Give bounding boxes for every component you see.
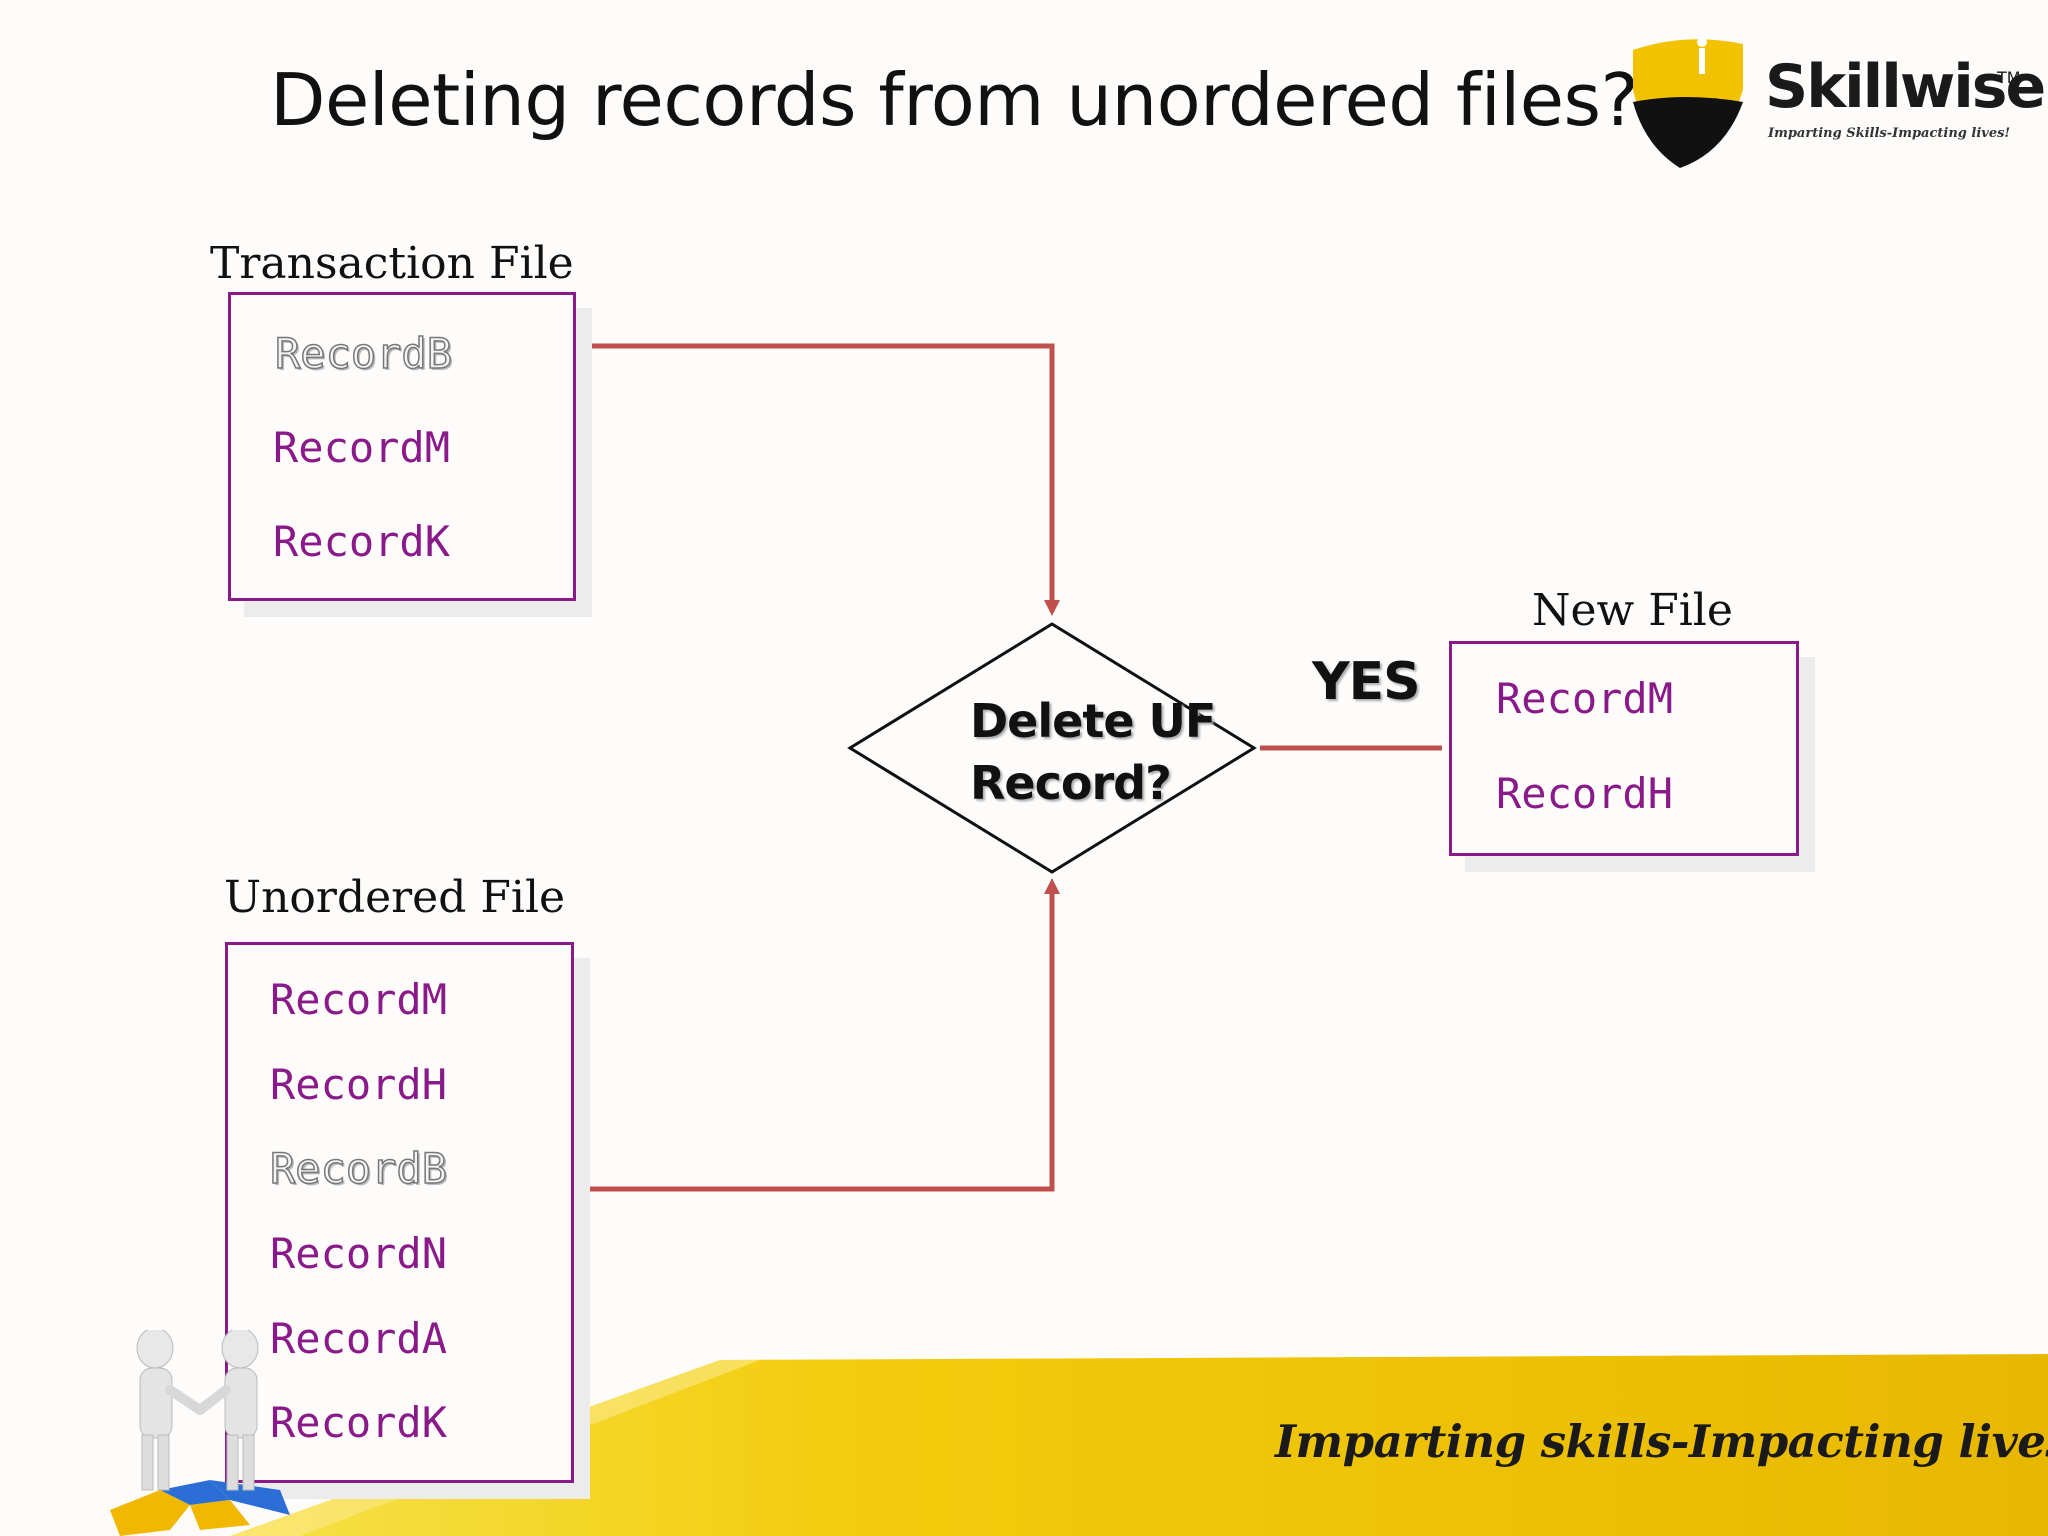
decision-line-2: Record?	[970, 756, 1172, 810]
shield-logo-icon	[1633, 37, 1743, 169]
transaction-file-label: Transaction File	[210, 238, 574, 289]
new-file-record: RecordH	[1496, 769, 1674, 818]
decision-line-1: Delete UF	[970, 694, 1216, 748]
unordered-file-label: Unordered File	[224, 872, 566, 923]
yes-label: YES	[1312, 652, 1421, 712]
unordered-record: RecordK	[270, 1398, 448, 1447]
unordered-record: RecordH	[270, 1060, 448, 1109]
footer-tagline: Imparting skills-Impacting lives!	[1275, 1415, 2048, 1468]
transaction-to-decision-arrow	[555, 343, 1055, 612]
decision-diamond	[847, 622, 1257, 874]
unordered-file-box: RecordM RecordH RecordB RecordN RecordA …	[225, 942, 574, 1483]
logo-name: Skillwise	[1765, 52, 2046, 122]
unordered-record: RecordM	[270, 975, 448, 1024]
transaction-record-deleted: RecordB	[274, 328, 453, 379]
skillwise-logo: Skillwise TM Imparting Skills-Impacting …	[1625, 30, 2046, 175]
handshake-people-illustration	[110, 1330, 290, 1536]
new-file-label: New File	[1532, 585, 1733, 636]
new-file-box: RecordM RecordH	[1449, 641, 1799, 856]
unordered-record: RecordN	[270, 1229, 448, 1278]
transaction-record: RecordM	[273, 423, 451, 472]
unordered-record: RecordA	[270, 1314, 448, 1363]
transaction-record: RecordK	[273, 517, 451, 566]
transaction-file-box: RecordB RecordM RecordK	[228, 292, 576, 601]
unordered-to-decision-arrow	[545, 892, 1055, 1192]
logo-tagline: Imparting Skills-Impacting lives!	[1768, 126, 2011, 141]
logo-trademark: TM	[1997, 68, 2021, 87]
new-file-record: RecordM	[1496, 674, 1674, 723]
decision-text: Delete UF Record?	[970, 690, 1216, 814]
unordered-record-deleted: RecordB	[269, 1143, 448, 1194]
slide-title: Deleting records from unordered files?	[270, 58, 1639, 142]
